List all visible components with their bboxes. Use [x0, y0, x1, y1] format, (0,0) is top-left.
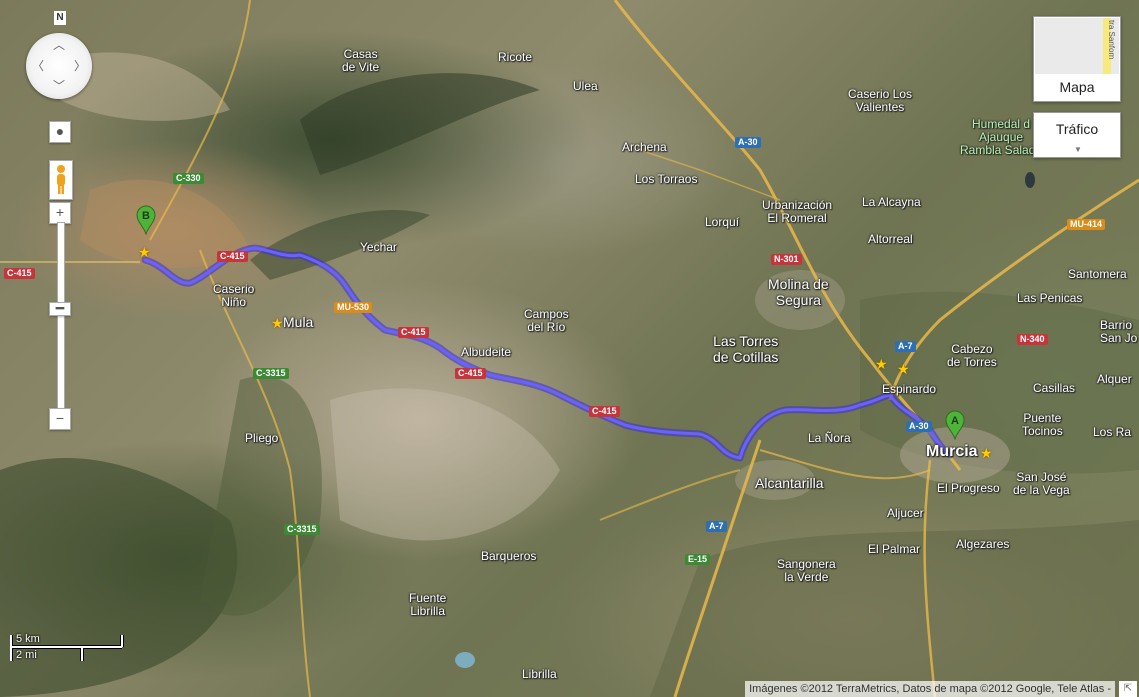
pegman-icon[interactable]: [49, 160, 73, 200]
pan-left-icon[interactable]: 〈: [32, 59, 45, 73]
place-los-torraos: Los Torraos: [635, 172, 698, 186]
place-altorreal: Altorreal: [868, 232, 913, 246]
zoom-out-button[interactable]: −: [49, 408, 71, 430]
road-shield-a30-bottom: A-30: [906, 421, 932, 432]
star-icon[interactable]: ★: [875, 356, 888, 372]
place-fuente-librilla: Fuente Librilla: [409, 591, 447, 618]
star-icon[interactable]: ★: [897, 361, 910, 377]
place-puente-tocinos: Puente Tocinos: [1022, 411, 1063, 438]
place-molina-de-segura: Molina de Segura: [768, 276, 829, 308]
scale-imperial-label: 2 mi: [16, 649, 37, 661]
marker-end-label: B: [142, 210, 150, 222]
road-shield-c3315-b: C-3315: [284, 524, 320, 535]
star-icon[interactable]: ★: [138, 244, 151, 260]
road-shield-c3315-a: C-3315: [253, 368, 289, 379]
place-el-palmar: El Palmar: [868, 542, 921, 556]
expand-corner-icon[interactable]: ⇱: [1119, 681, 1137, 697]
scale-metric-label: 5 km: [16, 633, 40, 645]
place-archena: Archena: [622, 140, 667, 154]
place-murcia: Murcia: [926, 443, 978, 460]
map-type-label: Mapa: [1059, 79, 1095, 95]
place-pliego: Pliego: [245, 431, 279, 445]
place-casas-de-vite: Casas de Vite: [342, 47, 380, 74]
road-shield-c415-d: C-415: [589, 406, 620, 417]
chevron-down-icon: ▼: [1074, 145, 1082, 154]
place-urbanizacion: Urbanización El Romeral: [762, 198, 833, 225]
place-caserio-nino: Caserio Niño: [213, 282, 255, 309]
place-santomera: Santomera: [1068, 267, 1127, 281]
place-las-penicas: Las Penicas: [1017, 291, 1083, 305]
place-sangonera: Sangonera la Verde: [777, 557, 836, 584]
place-alcantarilla: Alcantarilla: [755, 475, 824, 491]
road-shield-a7-bottom: A-7: [706, 521, 727, 532]
map-type-button[interactable]: tra Sanfom Mapa: [1033, 16, 1121, 102]
attribution[interactable]: Imágenes ©2012 TerraMetrics, Datos de ma…: [745, 681, 1115, 697]
road-shield-c415-left: C-415: [4, 268, 35, 279]
place-la-alcayna: La Alcayna: [862, 195, 921, 209]
place-caserio-los-valientes: Caserio Los Valientes: [848, 87, 913, 114]
road-shield-a30-top: A-30: [735, 137, 761, 148]
place-yechar: Yechar: [360, 240, 397, 254]
place-ricote: Ricote: [498, 50, 533, 64]
place-lorqui: Lorquí: [705, 215, 740, 229]
road-shield-n340: N-340: [1017, 334, 1048, 345]
marker-end-b[interactable]: B: [135, 205, 157, 235]
place-cabezo-de-torres: Cabezo de Torres: [947, 342, 997, 369]
star-icon[interactable]: ★: [980, 445, 993, 461]
pan-control[interactable]: ︿ ﹀ 〈 〉: [26, 33, 92, 99]
place-humedal: Humedal d Ajauque Rambla Salada: [960, 117, 1043, 157]
place-san-jose: San José de la Vega: [1013, 470, 1070, 497]
place-barrio: Barrio San Jo: [1100, 318, 1138, 345]
place-barqueros: Barqueros: [481, 549, 537, 563]
place-las-torres-de-cotillas: Las Torres de Cotillas: [713, 333, 779, 365]
place-los-ramos: Los Ra: [1093, 425, 1132, 439]
place-alquerias: Alquer: [1097, 372, 1132, 386]
pan-right-icon[interactable]: 〉: [74, 59, 87, 73]
place-el-progreso: El Progreso: [937, 481, 1000, 495]
scale-bar: 5 km 2 mi: [10, 633, 124, 663]
map-type-thumbnail: tra Sanfom: [1035, 18, 1119, 74]
place-la-nora: La Ñora: [808, 431, 851, 445]
traffic-label: Tráfico: [1055, 121, 1099, 137]
place-albudeite: Albudeite: [461, 345, 512, 359]
road-shield-n301: N-301: [771, 254, 802, 265]
road-shield-mu414: MU-414: [1067, 219, 1106, 230]
place-espinardo: Espinardo: [882, 382, 937, 396]
pan-up-icon[interactable]: ︿: [53, 38, 66, 52]
road-shield-c330: C-330: [173, 173, 204, 184]
place-casillas: Casillas: [1033, 381, 1076, 395]
thumbnail-road-label: tra Sanfom: [1107, 20, 1116, 60]
place-ulea: Ulea: [573, 79, 598, 93]
zoom-in-button[interactable]: +: [49, 202, 71, 224]
place-aljucer: Aljucer: [887, 506, 924, 520]
road-shield-mu530: MU-530: [334, 302, 373, 313]
traffic-button[interactable]: Tráfico ▼: [1033, 112, 1121, 158]
zoom-slider-track[interactable]: [57, 222, 65, 410]
thumbnail-road: [1103, 18, 1111, 74]
road-shield-c415-a: C-415: [217, 251, 248, 262]
road-shield-e15: E-15: [685, 554, 711, 565]
star-icon[interactable]: ★: [271, 315, 284, 331]
north-indicator: N: [54, 11, 66, 25]
road-shield-c415-b: C-415: [398, 327, 429, 338]
center-dot-button[interactable]: ●: [49, 121, 71, 143]
place-campos-del-rio: Campos del Río: [524, 307, 569, 334]
pan-down-icon[interactable]: ﹀: [53, 79, 66, 93]
zoom-slider-thumb[interactable]: ━: [49, 301, 71, 316]
place-mula: Mula: [283, 314, 314, 330]
place-librilla: Librilla: [522, 667, 557, 681]
place-algezares: Algezares: [956, 537, 1010, 551]
marker-start-label: A: [951, 415, 959, 427]
marker-start-a[interactable]: A: [944, 410, 966, 440]
road-shield-a7-top: A-7: [895, 341, 916, 352]
road-shield-c415-c: C-415: [455, 368, 486, 379]
